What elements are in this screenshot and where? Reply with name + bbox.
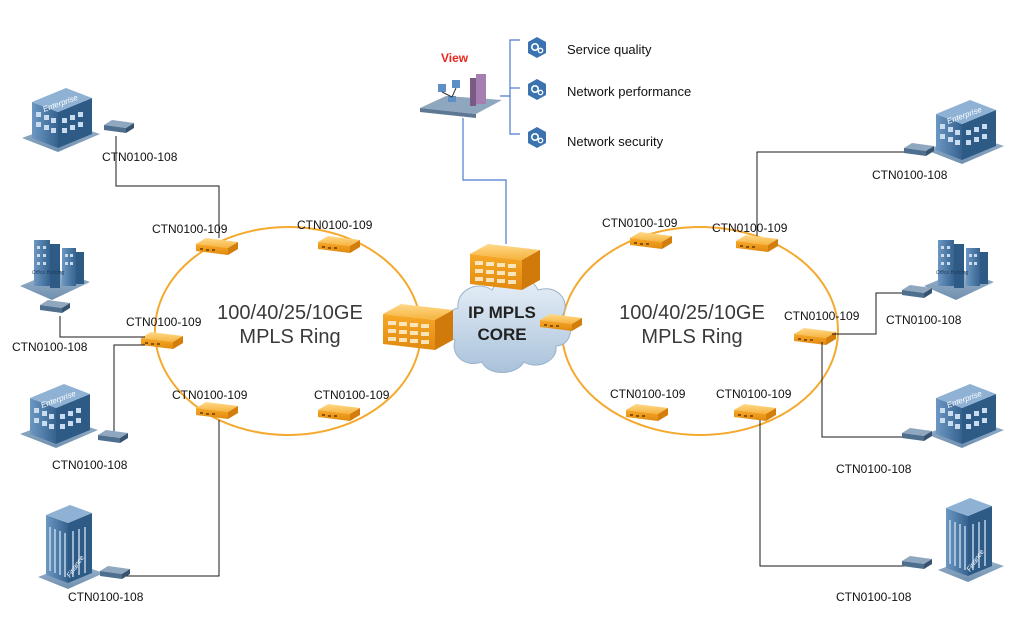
legend-service-quality: Service quality [567, 42, 652, 57]
right-access-label: CTN0100-108 [836, 590, 912, 604]
left-node-router-icon [196, 402, 238, 419]
right-access-label: CTN0100-108 [836, 462, 912, 476]
left-access-label: CTN0100-108 [52, 458, 128, 472]
left-node-router-icon [141, 332, 183, 349]
right-access-switch-icon [902, 428, 932, 441]
right-node-label: CTN0100-109 [602, 216, 678, 230]
core-line1: IP MPLS [468, 303, 536, 322]
core-router-top-icon [470, 244, 540, 290]
right-ring-title-1: 100/40/25/10GE [619, 302, 765, 324]
right-node-router-icon [626, 404, 668, 421]
left-access-links [59, 136, 220, 577]
left-access-switch-icon [98, 430, 128, 443]
right-node-router-icon [734, 404, 776, 421]
network-performance-gear-icon [527, 78, 547, 101]
left-ring-title-2: MPLS Ring [239, 326, 341, 348]
legend-network-security: Network security [567, 134, 664, 149]
right-access-switch-icon [902, 556, 932, 569]
right-access-label: CTN0100-108 [872, 168, 948, 182]
view-bracket-bottom [509, 96, 520, 135]
right-node-label: CTN0100-109 [712, 221, 788, 235]
left-access-switch-icon [100, 566, 130, 579]
view-label: View [441, 51, 469, 65]
right-node-label: CTN0100-109 [610, 387, 686, 401]
left-access-label: CTN0100-108 [12, 340, 88, 354]
left-ring-title-1: 100/40/25/10GE [217, 302, 363, 324]
core-router-left-icon [383, 304, 453, 350]
left-node-label: CTN0100-109 [172, 388, 248, 402]
management-station [420, 74, 502, 118]
right-node-router-icon [794, 328, 836, 345]
core-line2: CORE [477, 325, 527, 344]
left-access-switch-icon [40, 300, 70, 313]
right-node-label: CTN0100-109 [716, 387, 792, 401]
right-access-label: CTN0100-108 [886, 313, 962, 327]
right-node-router-icon [630, 232, 672, 249]
view-bracket-top [500, 39, 520, 97]
left-access-label: CTN0100-108 [68, 590, 144, 604]
left-node-label: CTN0100-109 [314, 388, 390, 402]
left-office-sign: Office Building [32, 270, 64, 276]
left-access-switch-icon [104, 120, 134, 133]
left-node-router-icon [318, 236, 360, 253]
left-node-label: CTN0100-109 [152, 222, 228, 236]
left-node-label: CTN0100-109 [126, 315, 202, 329]
left-node-label: CTN0100-109 [297, 218, 373, 232]
left-node-router-icon [318, 404, 360, 421]
right-access-links [756, 151, 908, 567]
right-access-switch-icon [904, 143, 934, 156]
service-quality-gear-icon [527, 36, 547, 59]
network-security-gear-icon [527, 126, 547, 149]
right-node-router-icon [736, 235, 778, 252]
left-access-label: CTN0100-108 [102, 150, 178, 164]
right-office-sign: Office Building [936, 270, 968, 276]
mgmt-link [462, 118, 507, 244]
legend-network-performance: Network performance [567, 84, 692, 99]
right-ring-title-2: MPLS Ring [641, 326, 743, 348]
right-node-label: CTN0100-109 [784, 309, 860, 323]
